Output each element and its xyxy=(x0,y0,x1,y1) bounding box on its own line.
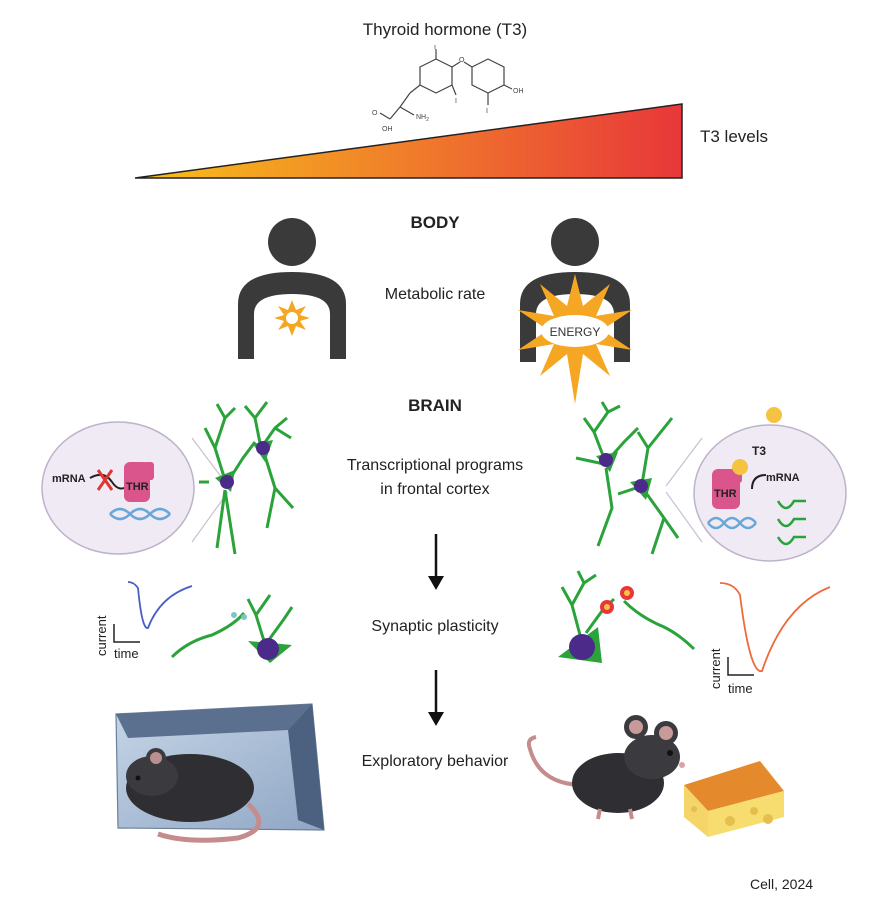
mrna-transcripts-icon xyxy=(776,499,806,546)
dna-helix-right-icon xyxy=(707,516,757,530)
right-inset-pointer-lines xyxy=(665,437,703,543)
person-high-metabolism-icon: ENERGY xyxy=(518,218,632,404)
inset-left-thr: THR xyxy=(126,481,149,493)
section-brain-heading: BRAIN xyxy=(408,396,462,415)
free-t3-dot xyxy=(766,407,782,423)
inset-right-t3: T3 xyxy=(752,444,766,458)
transcriptional-label-line2: in frontal cortex xyxy=(380,481,490,498)
molecule-o-carbonyl: O xyxy=(372,110,378,117)
t3-gradient-wedge xyxy=(134,103,683,179)
low-current-trace: current time xyxy=(94,581,193,661)
dna-helix-icon xyxy=(109,507,171,521)
right-transcription-inset: T3 THR mRNA xyxy=(693,407,847,562)
left-transcription-inset: mRNA THR xyxy=(41,421,195,555)
bound-t3-dot xyxy=(732,459,748,475)
synaptic-plasticity-label: Synaptic plasticity xyxy=(371,618,499,635)
citation: Cell, 2024 xyxy=(750,876,814,892)
transcriptional-label-line1: Transcriptional programs xyxy=(346,457,524,474)
down-arrow-icon-2 xyxy=(428,670,444,726)
metabolic-rate-label: Metabolic rate xyxy=(384,286,486,303)
trace-left-y-label: current xyxy=(94,615,109,656)
down-arrow-icon xyxy=(428,534,444,590)
left-synapse-neuron-icon xyxy=(170,594,294,663)
thr-receptor-icon xyxy=(124,462,154,502)
energy-label: ENERGY xyxy=(550,325,601,339)
inset-left-mrna: mRNA xyxy=(52,473,86,485)
trace-left-x-label: time xyxy=(114,646,139,661)
exploring-mouse-icon xyxy=(526,715,685,820)
trace-right-y-label: current xyxy=(708,648,723,689)
right-synapse-neuron-icon xyxy=(558,570,696,663)
t3-levels-label: T3 levels xyxy=(700,127,769,146)
high-current-trace: current time xyxy=(708,582,831,696)
cheese-wedge-icon xyxy=(684,761,784,837)
hiding-mouse-in-shelter-icon xyxy=(115,703,325,843)
person-low-metabolism-icon xyxy=(238,218,346,359)
trace-right-x-label: time xyxy=(728,681,753,696)
molecule-i-mid: I xyxy=(455,98,457,105)
molecule-i-top: I xyxy=(434,45,436,51)
exploratory-behavior-label: Exploratory behavior xyxy=(361,753,509,770)
inset-right-mrna: mRNA xyxy=(766,472,800,484)
section-body-heading: BODY xyxy=(410,213,460,232)
t3-molecule-structure: I O I I OH O OH NH2 xyxy=(372,45,524,133)
inset-right-thr: THR xyxy=(714,488,737,500)
figure-title: Thyroid hormone (T3) xyxy=(362,20,528,39)
molecule-o-bridge: O xyxy=(459,57,465,64)
molecule-oh-acid: OH xyxy=(382,126,393,133)
molecule-i-low: I xyxy=(486,108,488,115)
right-neurons-icon xyxy=(575,401,680,555)
molecule-oh-ring: OH xyxy=(513,88,524,95)
molecule-nh2: NH2 xyxy=(416,114,429,123)
blocked-x-icon xyxy=(96,469,114,491)
left-neurons-icon xyxy=(199,401,295,555)
